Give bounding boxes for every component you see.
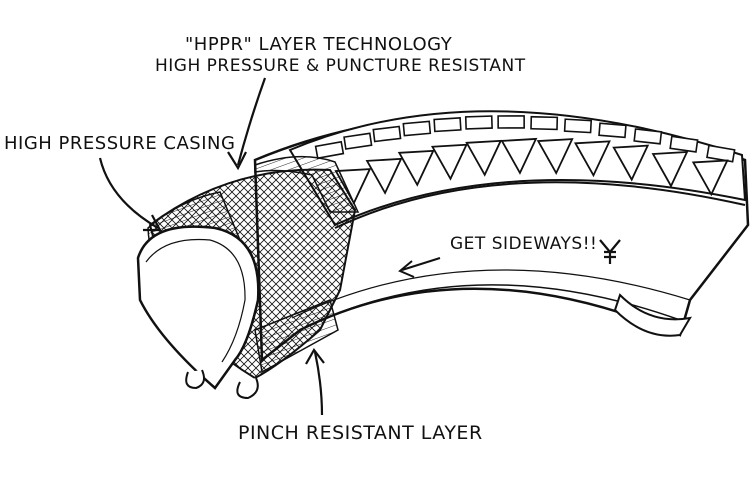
- tread-chevron: [500, 137, 538, 175]
- sidewall-bead-line-2: [291, 269, 691, 319]
- tread-chevron: [612, 144, 650, 182]
- bead-right: [236, 377, 259, 400]
- tread-chevron: [365, 157, 403, 195]
- tread-block: [433, 117, 462, 133]
- hppr-arrowhead: [227, 151, 247, 171]
- tread-block: [402, 120, 432, 137]
- tread-blocks: [314, 115, 736, 206]
- fork-y-logo-icon: [599, 239, 621, 264]
- tread-chevron: [536, 138, 574, 176]
- sideways-arrow-line: [401, 257, 441, 271]
- casing-arrowhead: [143, 214, 162, 232]
- sideways-label: GET SIDEWAYS!!: [450, 234, 598, 254]
- sideways-arrowhead: [398, 260, 415, 278]
- hppr-leader-arrow: [236, 77, 267, 166]
- pinch-resistant-layer: [254, 298, 339, 374]
- tread-block: [497, 115, 525, 129]
- tire-opening: [136, 225, 260, 390]
- tread-block: [372, 125, 402, 143]
- bead-left: [185, 369, 205, 390]
- tread-block: [563, 118, 593, 134]
- tread-chevron: [397, 149, 435, 187]
- tread-block: [669, 135, 699, 153]
- tread-block: [464, 115, 493, 130]
- pinch-arrowhead: [305, 348, 325, 365]
- tread-chevron: [430, 143, 468, 181]
- tread-chevron: [573, 140, 611, 178]
- hppr-title-label: "HPPR" LAYER TECHNOLOGY: [185, 34, 453, 55]
- tread-block: [633, 128, 663, 145]
- hppr-subtitle-label: HIGH PRESSURE & PUNCTURE RESISTANT: [155, 56, 526, 76]
- tread-block: [598, 122, 627, 139]
- tread-block: [530, 115, 559, 131]
- tread-chevron: [651, 151, 689, 188]
- tire-end-right: [613, 293, 692, 337]
- sidewall-edge: [334, 181, 746, 229]
- casing-leader-arrow: [98, 157, 159, 229]
- tire-opening-inner: [145, 238, 246, 363]
- tread-block: [706, 144, 736, 163]
- tread-block: [314, 140, 345, 160]
- casing-label: HIGH PRESSURE CASING: [4, 133, 236, 154]
- tread-block: [343, 132, 373, 150]
- pinch-layer-label: PINCH RESISTANT LAYER: [238, 422, 483, 444]
- tread-chevron: [691, 159, 729, 197]
- hppr-layer: [254, 155, 360, 213]
- tread-chevron: [465, 139, 503, 177]
- pinch-leader-arrow: [313, 351, 324, 416]
